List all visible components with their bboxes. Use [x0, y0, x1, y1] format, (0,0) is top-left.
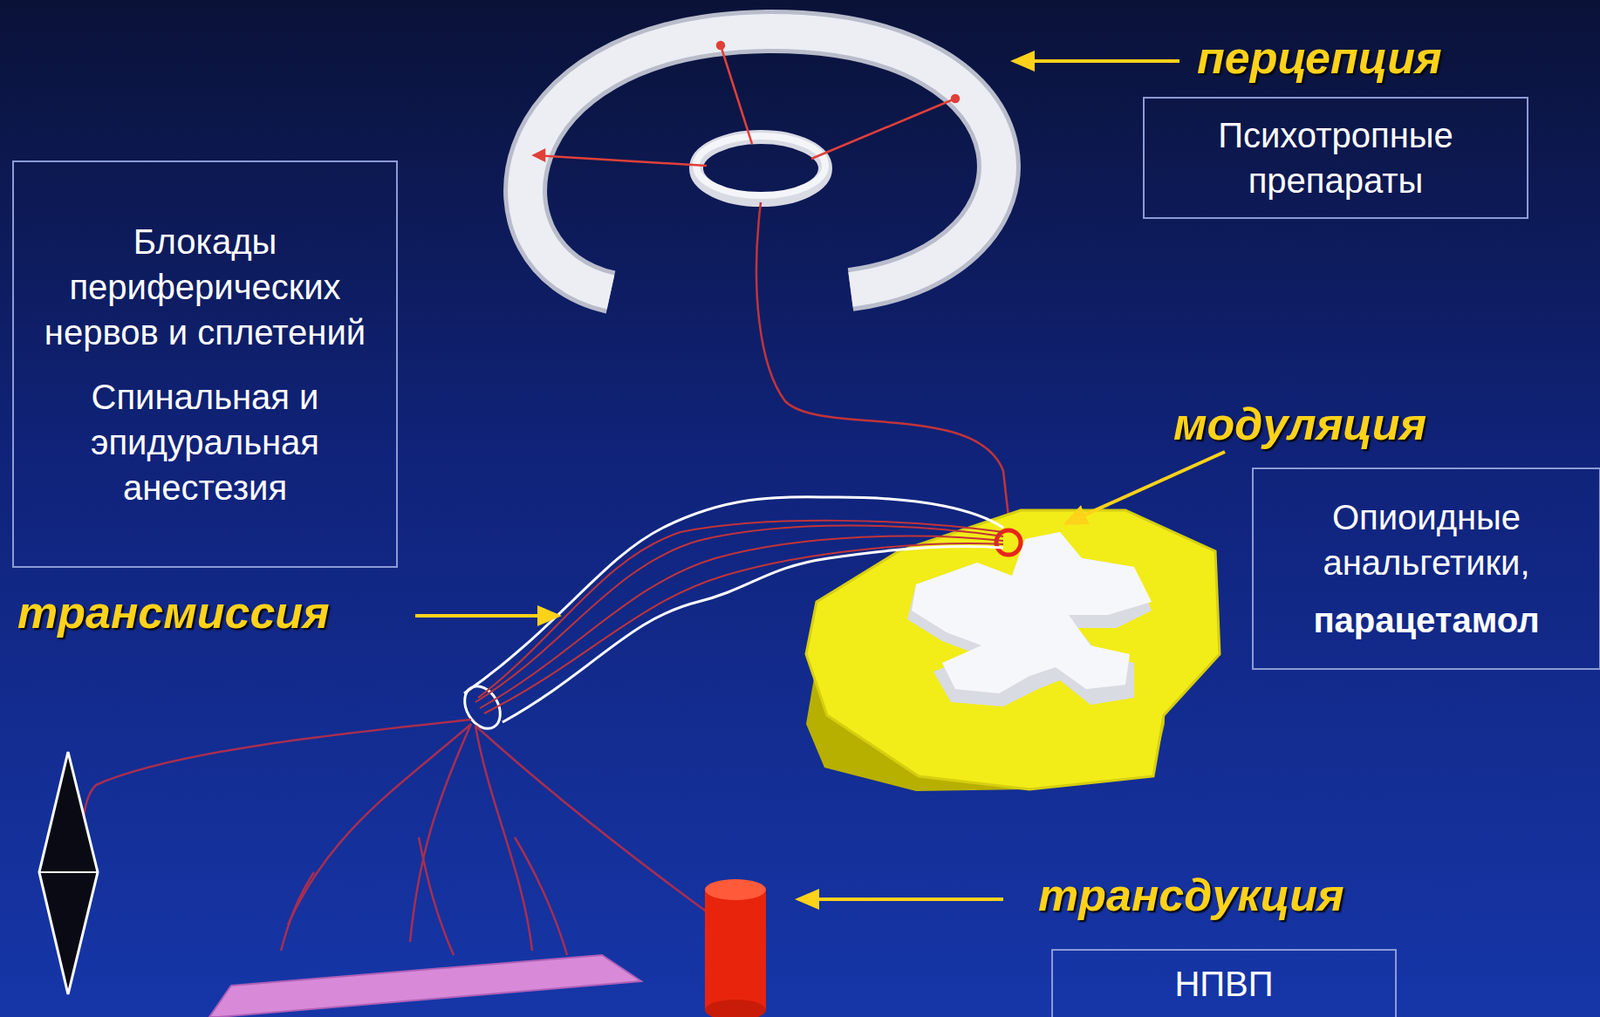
transmission-drug-box: Блокады периферических нервов и сплетени… [12, 160, 398, 568]
nerve-fiber-bundle [83, 497, 1004, 956]
stimulus-diamond [39, 752, 98, 995]
cortical-projections [533, 41, 1011, 533]
modulation-drug-box: Опиоидные анальгетики, парацетамол [1251, 467, 1600, 671]
transduction-drug-box: НПВП [1051, 949, 1397, 1017]
box-text: Психотропные препараты [1160, 112, 1512, 204]
stage-label: трансдукция [1038, 868, 1345, 922]
tissue-strip [209, 955, 642, 1017]
stage-label: перцепция [1196, 31, 1443, 84]
leader-arrows [415, 61, 1225, 900]
brain-ring [525, 31, 999, 293]
box-text: Спинальная и эпидуральная анестезия [43, 374, 367, 511]
stage-label: модуляция [1173, 397, 1427, 451]
box-text: парацетамол [1312, 597, 1539, 643]
perception-drug-box: Психотропные препараты [1142, 96, 1529, 219]
box-text: НПВП [1174, 961, 1273, 1007]
stage-label: трансмиссия [17, 586, 330, 639]
nociceptor-cylinder [704, 879, 766, 1017]
box-text: Опиоидные анальгетики, [1278, 494, 1575, 586]
box-text: Блокады периферических нервов и сплетени… [43, 218, 367, 356]
